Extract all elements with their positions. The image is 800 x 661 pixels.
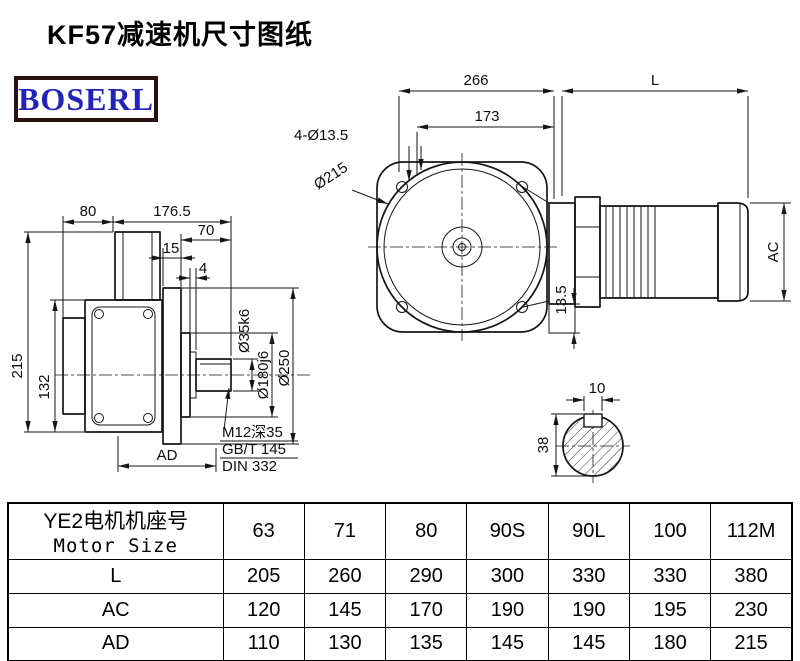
column-header-80: 80 (385, 502, 468, 560)
dim-4-label: 4 (199, 260, 207, 277)
table-row-AD: AD 110 130 135 145 145 180 215 (7, 626, 793, 661)
table-cell: 190 (466, 592, 549, 628)
motor-size-header-en: Motor Size (53, 535, 178, 558)
table-cell: 205 (222, 558, 305, 594)
table-cell: 190 (547, 592, 630, 628)
table-cell: 110 (222, 626, 305, 661)
motor-size-header-cn: YE2电机机座号 (43, 510, 189, 534)
motor-size-header: YE2电机机座号 Motor Size (7, 502, 224, 560)
dim-flange-dia-label: Ø250 (276, 350, 293, 387)
front-view-dimensions: 266 L 173 4-Ø13.5 Ø215 AC (294, 72, 791, 349)
output-flange (162, 287, 182, 445)
rear-cover (62, 317, 86, 415)
table-row-AC: AC 120 145 170 190 190 195 230 (7, 592, 793, 628)
table-cell: 170 (385, 592, 468, 628)
dim-bolt-circle-label: Ø215 (311, 159, 351, 193)
row-label-AD: AD (7, 626, 224, 661)
column-header-90s: 90S (466, 502, 549, 560)
motor-fan-cover (717, 202, 749, 302)
dim-10-label: 10 (589, 380, 606, 397)
bolt-hole (396, 301, 408, 313)
row-label-L: L (7, 558, 224, 594)
input-housing (114, 231, 161, 301)
side-view-dimensions: 80 176.5 70 15 4 215 132 (9, 203, 299, 475)
side-view (55, 231, 312, 445)
dim-38-label: 38 (535, 437, 552, 454)
dim-spigot-dia-label: Ø180j6 (255, 351, 272, 399)
table-cell: 260 (303, 558, 387, 594)
dim-ac-label: AC (765, 241, 782, 262)
note-gb-label: GB/T 145 (222, 441, 286, 458)
table-cell: 380 (710, 558, 793, 594)
column-header-90l: 90L (547, 502, 630, 560)
key-rect (583, 413, 603, 428)
table-cell: 195 (628, 592, 712, 628)
bolt-hole (396, 181, 408, 193)
note-m12-label: M12深35 (222, 424, 283, 441)
table-cell: 120 (222, 592, 305, 628)
dim-bolt-holes-label: 4-Ø13.5 (294, 127, 348, 144)
column-header-112m: 112M (710, 502, 793, 560)
table-cell: 145 (303, 592, 387, 628)
page-title: KF57减速机尺寸图纸 (47, 20, 314, 50)
dim-15-label: 15 (163, 240, 180, 257)
dim-L-label: L (651, 72, 659, 89)
table-cell: 330 (547, 558, 630, 594)
dim-176-5-label: 176.5 (153, 203, 191, 220)
dim-70-label: 70 (198, 222, 215, 239)
technical-drawing: 266 L 173 4-Ø13.5 Ø215 AC (9, 72, 791, 483)
table-cell: 135 (385, 626, 468, 661)
boserl-logo: BOSERL (14, 76, 158, 122)
size-table: YE2电机机座号 Motor Size 63 71 80 90S 90L 100… (7, 502, 793, 661)
table-row-L: L 205 260 290 300 330 330 380 (7, 558, 793, 594)
column-header-63: 63 (222, 502, 305, 560)
row-label-AC: AC (7, 592, 224, 628)
table-cell: 230 (710, 592, 793, 628)
table-cell: 300 (466, 558, 549, 594)
output-shaft (195, 358, 232, 392)
column-header-100: 100 (628, 502, 712, 560)
bolt-hole (516, 301, 528, 313)
table-cell: 180 (628, 626, 712, 661)
dim-215-label: 215 (9, 353, 26, 378)
flange-circle (376, 161, 548, 333)
note-din-label: DIN 332 (222, 458, 277, 475)
dim-132-label: 132 (36, 374, 53, 399)
table-cell: 145 (466, 626, 549, 661)
dim-266-label: 266 (463, 72, 488, 89)
dim-shaft-dia-label: Ø35k6 (236, 309, 253, 353)
bolt-hole (516, 181, 528, 193)
gear-housing (84, 299, 163, 433)
dim-ad-label: AD (157, 447, 178, 464)
table-header-row: YE2电机机座号 Motor Size 63 71 80 90S 90L 100… (7, 502, 793, 560)
table-cell: 290 (385, 558, 468, 594)
logo-text: BOSERL (18, 80, 154, 117)
shaft-section: 10 38 (535, 380, 630, 483)
dim-13-5-label: 13.5 (553, 285, 570, 314)
table-cell: 330 (628, 558, 712, 594)
dim-80-label: 80 (80, 203, 97, 220)
table-cell: 130 (303, 626, 387, 661)
motor-body (599, 205, 719, 299)
table-cell: 215 (710, 626, 793, 661)
column-header-71: 71 (303, 502, 387, 560)
motor-adapter (574, 196, 601, 308)
table-cell: 145 (547, 626, 630, 661)
dim-173-label: 173 (474, 108, 499, 125)
